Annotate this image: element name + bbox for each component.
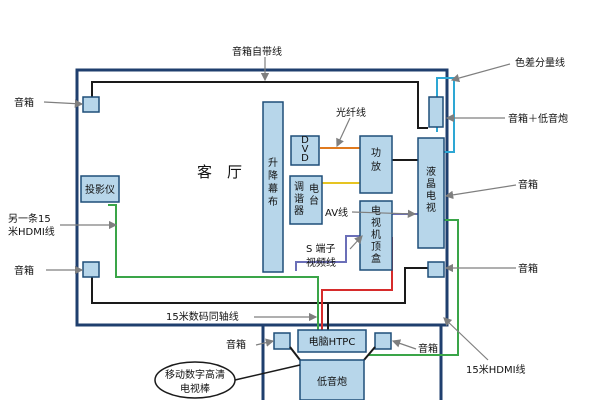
label-speaker-bl: 音箱	[226, 338, 246, 351]
label-hdmi-other-1: 另一条15	[8, 212, 51, 225]
speaker-top-left	[82, 96, 100, 113]
label-speaker-tl: 音箱	[14, 96, 34, 109]
label-speaker-ml: 音箱	[14, 264, 34, 277]
lower-room-wall	[261, 323, 443, 400]
room-label: 客 厅	[197, 163, 242, 181]
tuner-label-2: 电台	[309, 182, 319, 207]
htpc: 电脑HTPC	[297, 329, 367, 353]
label-top-speaker-wire: 音箱自带线	[232, 45, 282, 58]
lcd-tv: 液晶电视	[417, 137, 445, 249]
speaker-bottom-left	[273, 332, 291, 350]
label-speaker-sub: 音箱＋低音炮	[508, 112, 568, 125]
green-hdmi-projector	[108, 204, 319, 330]
tuner: 调谐器 电台	[289, 175, 323, 225]
purple-svideo-cable	[295, 235, 360, 271]
speaker-right-lower	[427, 261, 445, 278]
label-speaker-br: 音箱	[418, 342, 438, 355]
label-hdmi-other-2: 米HDMI线	[8, 225, 55, 238]
green-hdmi-tv	[368, 219, 459, 356]
speaker-mid-left	[82, 261, 100, 278]
speaker-top-right	[428, 96, 444, 128]
speaker-bottom-right	[374, 332, 392, 350]
tv-stick: 移动数字高清 电视棒	[154, 361, 301, 399]
annotation-arrows	[43, 57, 517, 361]
black-speaker-cable	[91, 81, 428, 129]
label-coax: 15米数码同轴线	[166, 310, 239, 323]
label-speaker-r1: 音箱	[518, 178, 538, 191]
label-svideo-1: S 端子	[306, 242, 336, 255]
label-svideo-2: 视频线	[306, 256, 336, 269]
set-top-box: 电视机顶盒	[359, 200, 393, 271]
stick-label-2: 电视棒	[180, 382, 210, 395]
stick-label-1: 移动数字高清	[165, 368, 225, 381]
projection-screen: 升降幕布	[262, 101, 284, 273]
tuner-label-1: 调谐器	[294, 181, 304, 217]
label-av: AV线	[325, 206, 348, 219]
projector: 投影仪	[80, 175, 120, 203]
label-hdmi-15: 15米HDMI线	[466, 363, 526, 376]
htpc-label: 电脑HTPC	[309, 335, 356, 348]
stb-label: 电视机顶盒	[371, 204, 381, 265]
cables	[91, 77, 459, 356]
projector-label: 投影仪	[85, 183, 115, 196]
tv-label: 液晶电视	[426, 165, 436, 214]
label-speaker-r2: 音箱	[518, 262, 538, 275]
black-speaker-cable-bottom	[91, 267, 428, 304]
amplifier: 功放	[359, 135, 393, 194]
subwoofer-label: 低音炮	[317, 375, 347, 388]
screen-label: 升降幕布	[268, 157, 278, 208]
label-component: 色差分量线	[515, 56, 565, 69]
subwoofer: 低音炮	[289, 346, 376, 400]
label-fiber: 光纤线	[336, 106, 366, 119]
amp-label: 功放	[371, 147, 381, 173]
